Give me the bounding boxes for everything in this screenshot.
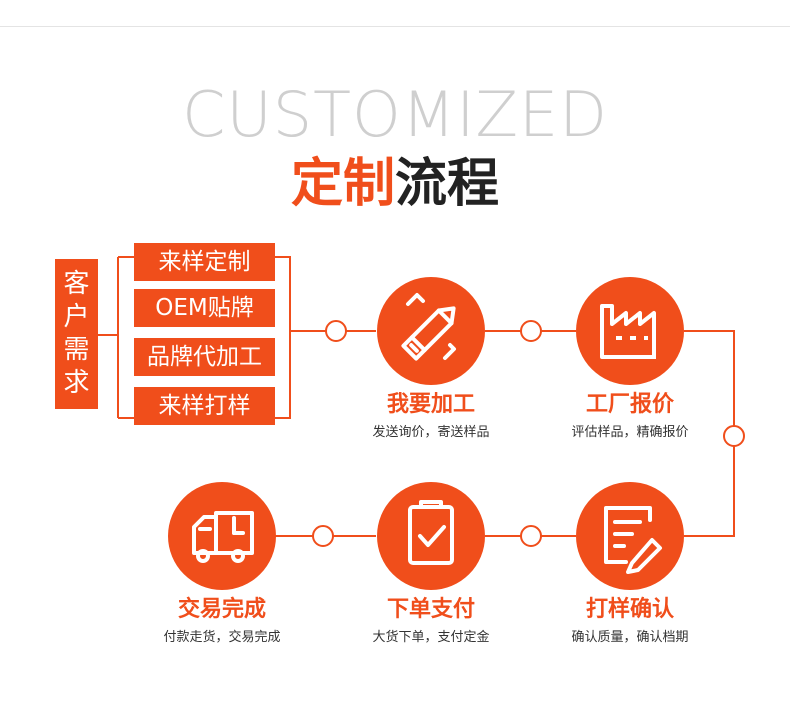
factory-icon xyxy=(600,304,656,359)
step-4-title: 下单支付 xyxy=(386,597,475,622)
pencil-icon xyxy=(401,293,456,361)
title-rest: 流程 xyxy=(395,154,500,214)
step-2-title: 工厂报价 xyxy=(585,392,674,417)
label-char: 户 xyxy=(63,302,90,332)
step-5-title: 交易完成 xyxy=(177,597,266,622)
document-tag-icon xyxy=(604,506,662,574)
page-title: 定制流程 xyxy=(0,152,790,216)
node-3 xyxy=(723,425,745,447)
step-1-subtitle: 发送询价，寄送样品 xyxy=(372,425,490,440)
title-highlight: 定制 xyxy=(290,154,395,214)
step-5-circle xyxy=(168,482,276,590)
label-char: 需 xyxy=(63,335,90,365)
delivery-truck-icon xyxy=(192,511,254,563)
step-5-subtitle: 付款走货，交易完成 xyxy=(163,630,281,645)
step-3-title: 打样确认 xyxy=(585,597,674,622)
label-char: 求 xyxy=(63,368,90,398)
step-3-circle xyxy=(576,482,684,590)
step-1-title: 我要加工 xyxy=(386,392,475,417)
step-3-subtitle: 确认质量，确认档期 xyxy=(571,630,689,645)
node-4 xyxy=(520,525,542,547)
step-4-subtitle: 大货下单，支付定金 xyxy=(372,630,490,645)
step-2-subtitle: 评估样品，精确报价 xyxy=(571,425,689,440)
clipboard-check-icon xyxy=(408,500,454,565)
english-title: CUSTOMIZED xyxy=(182,78,608,151)
step-2-circle xyxy=(576,277,684,385)
node-2 xyxy=(520,320,542,342)
option-sample-proofing[interactable]: 来样打样 xyxy=(134,387,275,425)
step-1-circle xyxy=(377,277,485,385)
node-1 xyxy=(325,320,347,342)
option-sample-customization[interactable]: 来样定制 xyxy=(134,243,275,281)
label-char: 客 xyxy=(63,269,90,299)
customer-needs-label: 客 户 需 求 xyxy=(55,259,98,409)
top-divider xyxy=(0,26,790,27)
option-oem-label[interactable]: OEM贴牌 xyxy=(134,289,275,327)
option-brand-processing[interactable]: 品牌代加工 xyxy=(134,338,275,376)
node-5 xyxy=(312,525,334,547)
step-4-circle xyxy=(377,482,485,590)
